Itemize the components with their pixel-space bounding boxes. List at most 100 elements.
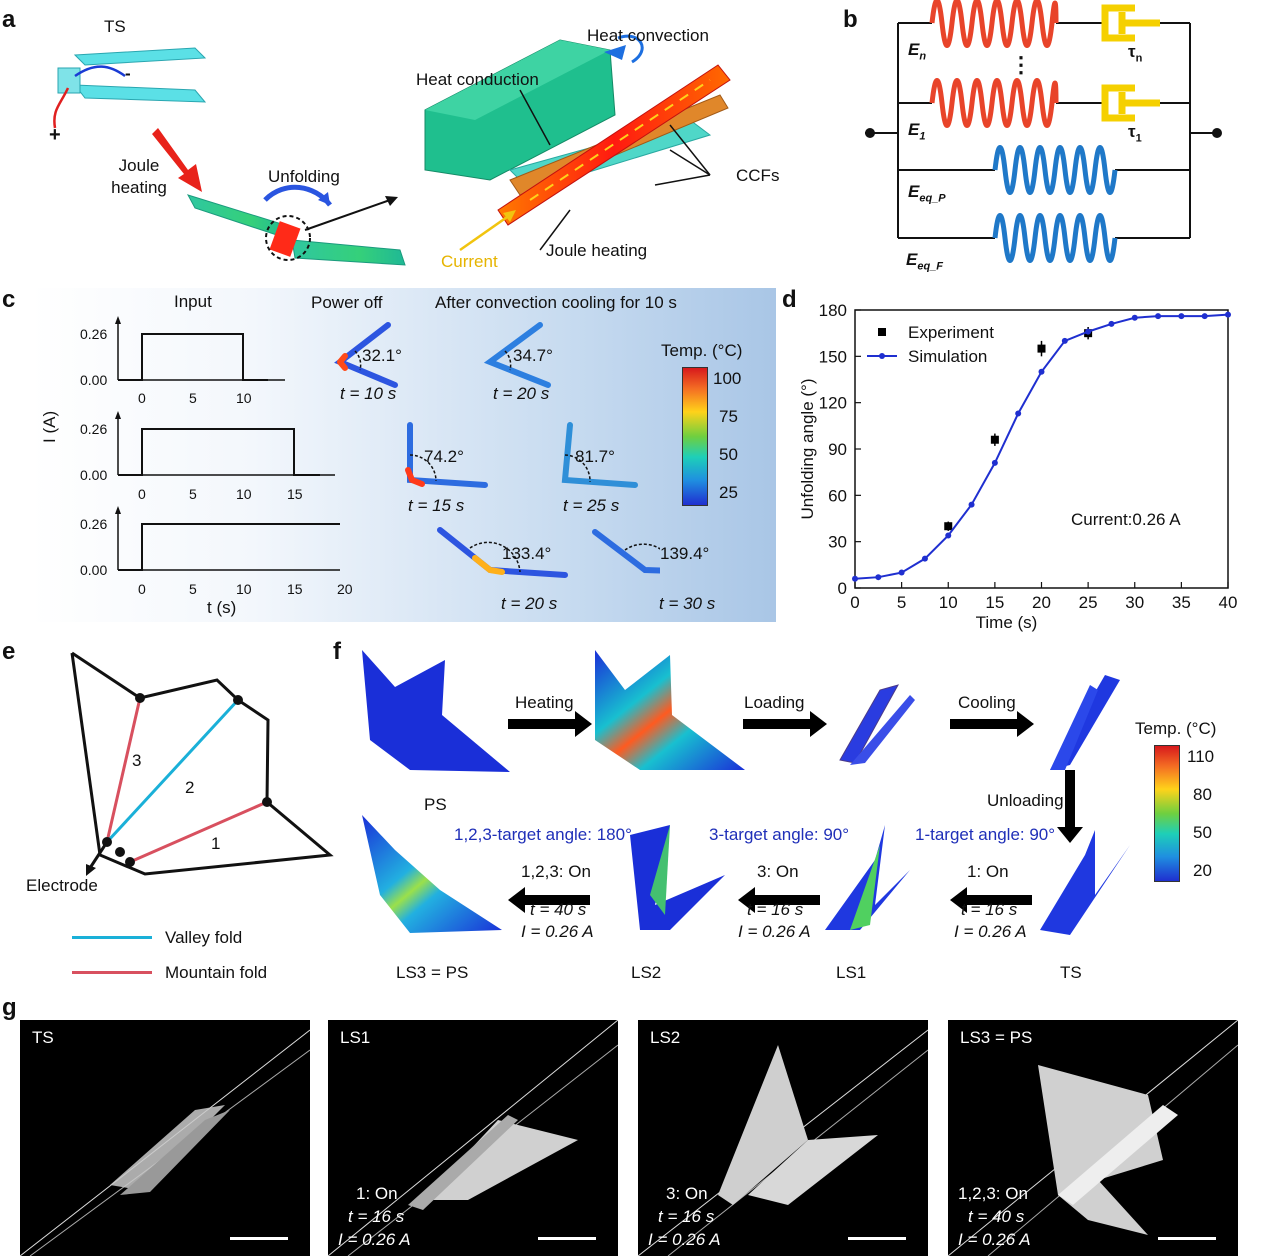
panel-e-fold-pattern [70,651,334,876]
panel-c-row2-time-off: t = 15 s [408,496,465,515]
x-tick-label: 40 [1219,593,1238,612]
panel-a-joule-heating-2: Joule heating [546,241,648,260]
legend-square-swatch [878,328,886,336]
panel-f-label: f [333,638,341,665]
panel-c-fold-shapes [334,322,660,578]
y-tick-label: 120 [819,394,847,413]
panel-c-row1-angle-cool: 34.7° [513,346,553,365]
experiment-point [990,435,999,444]
x-tick-label: 15 [985,593,1004,612]
panel-b-eqp: Eeq_P [908,182,946,205]
simulation-point [852,575,858,582]
panel-e-legend-valley-swatch [72,936,152,939]
panel-c-row3-angle-off: 133.4° [502,544,552,563]
photo-ls3-caption: LS3 = PS [960,1028,1033,1047]
scale-bar [230,1237,288,1240]
x-tick-label: 30 [1125,593,1144,612]
y-tick-label: 0 [838,579,847,598]
panel-c-colorbar-tick: 50 [719,445,738,464]
panel-e-fold-2: 2 [185,778,195,797]
panel-c-colorbar-tick: 100 [713,369,742,388]
legend-entry: Experiment [908,323,994,342]
x-tick-label: 10 [939,593,958,612]
x-tick-label: 20 [1032,593,1051,612]
panel-f-loading: Loading [744,693,805,712]
photo-ts-caption: TS [32,1028,54,1047]
simulation-point [1155,313,1162,320]
panel-c-row2-time-cool: t = 25 s [563,496,620,515]
panel-f-step-1-t: t = 16 s [961,900,1018,919]
panel-f-step-123-on: 1,2,3: On [521,862,591,881]
panel-c-row1-ytick-bottom: 0.00 [80,372,108,388]
panel-c-input-plots [115,316,340,571]
panel-c-row1-time-off: t = 10 s [340,384,397,403]
panel-f-step-3-i: I = 0.26 A [738,922,811,941]
panel-c-row2-ytick-top: 0.26 [80,421,108,437]
panel-c-row1-xtick: 10 [236,390,252,406]
photo-ls2-conditions: 3: On t = 16 s I = 0.26 A [648,1184,721,1249]
panel-f-state-ls3: LS3 = PS [396,963,469,982]
panel-a-minus: - [125,64,131,83]
panel-a-joule-heating: Joule heating [111,156,167,197]
panel-f-step-1-on: 1: On [967,862,1009,881]
photo-ts-sample [20,1029,310,1256]
panel-c-row2-angle-cool: 81.7° [575,447,615,466]
experiment-point [944,522,953,531]
panel-b-en: En [908,40,927,63]
panel-f-sequence [362,650,1130,935]
panel-g-photo-ls1: LS1 1: On t = 16 s I = 0.26 A [328,1020,618,1256]
simulation-point [968,501,975,508]
panel-c-row3-xtick: 5 [189,581,197,597]
panel-e-fold-3: 3 [132,751,142,770]
panel-f-heating: Heating [515,693,574,712]
panel-a-illustration [53,34,731,266]
panel-d-annotation: Current:0.26 A [1071,510,1181,529]
legend-point-swatch [879,353,885,359]
panel-e-electrode: Electrode [26,876,98,895]
y-tick-label: 30 [828,533,847,552]
panel-c-colorbar-tick: 25 [719,483,738,502]
panel-a-heat-conduction: Heat conduction [416,70,539,89]
panel-a-heat-convection: Heat convection [587,26,709,45]
simulation-point [1038,368,1045,375]
panel-a-current: Current [441,252,498,271]
panel-c-row3-xtick: 10 [236,581,252,597]
photo-ls3-sample [948,1020,1238,1256]
panel-c-ylabel: I (A) [40,410,59,443]
panel-f-ps: PS [424,795,447,814]
panel-a-plus: + [49,124,61,146]
x-axis-label: Time (s) [976,613,1038,632]
panel-b-circuit [865,0,1222,263]
panel-b-dots: ⋮ [1010,52,1032,77]
panel-b-e1: E1 [908,120,926,143]
panel-a-ccfs: CCFs [736,166,780,185]
panel-f-step-3-t: t = 16 s [747,900,804,919]
x-tick-label: 0 [850,593,859,612]
panel-c-row2-xtick: 15 [287,486,303,502]
panel-f-colorbar-tick: 80 [1193,785,1212,804]
scale-bar [538,1237,596,1240]
simulation-point [1108,320,1115,327]
panel-f-target-1: 1-target angle: 90° [915,825,1056,844]
scale-bar [848,1237,906,1240]
panel-f-colorbar-tick: 20 [1193,861,1212,880]
panel-d-label: d [782,286,797,313]
panel-g-photo-ts: TS [20,1020,310,1256]
panel-c-row1-xtick: 5 [189,390,197,406]
panel-f-state-ls1: LS1 [836,963,867,982]
simulation-point [1131,314,1138,321]
panel-f-unloading: Unloading [987,791,1064,810]
panel-c-row3-ytick-bottom: 0.00 [80,562,108,578]
panel-c-input-title: Input [174,292,212,311]
photo-ls1-conditions: 1: On t = 16 s I = 0.26 A [338,1184,411,1249]
panel-c-xlabel: t (s) [207,598,237,617]
panel-g-label: g [2,994,17,1021]
panel-c-row2-xtick: 0 [138,486,146,502]
panel-c-row3-xtick: 0 [138,581,146,597]
panel-f-cooling: Cooling [958,693,1016,712]
panel-c-row2-xtick: 5 [189,486,197,502]
panel-c-row2-xtick: 10 [236,486,252,502]
scale-bar [1158,1237,1216,1240]
simulation-point [1085,328,1092,335]
simulation-point [1178,313,1185,320]
